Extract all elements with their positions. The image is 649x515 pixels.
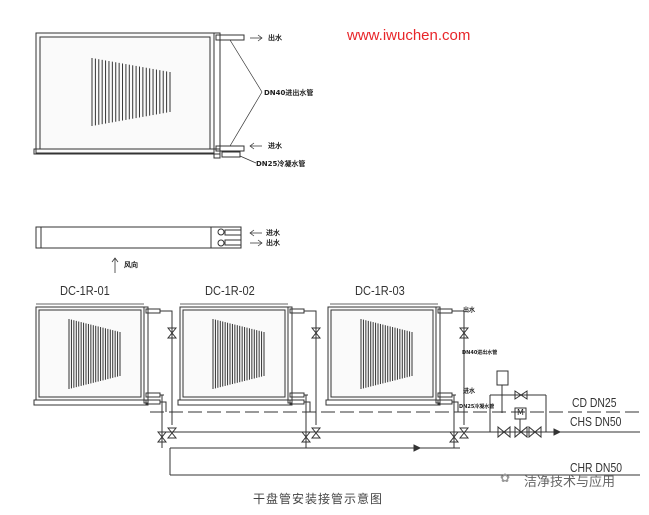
wechat-source-label: 洁净技术与应用 <box>524 475 616 490</box>
valve-icon <box>458 327 470 339</box>
u3-condensate-label: DN25冷凝水管 <box>459 404 495 410</box>
cd-label: CD DN25 <box>572 395 617 410</box>
u3-inlet-label: 进水 <box>463 388 476 395</box>
coil-side-view <box>35 226 263 273</box>
top-inlet-label: 进水 <box>268 142 282 150</box>
chs-label: CHS DN50 <box>570 414 622 429</box>
airflow-label: 风向 <box>124 261 138 269</box>
valve-icon <box>310 327 322 339</box>
valve-icon <box>310 427 322 439</box>
valve-icon <box>166 427 178 439</box>
top-condensate-label: DN25冷凝水管 <box>256 160 306 168</box>
u3-inout-label: DN40进出水管 <box>462 350 498 356</box>
side-inlet-label: 进水 <box>266 229 280 237</box>
valve-icon <box>458 427 470 439</box>
top-inout-pipe-label: DN40进出水管 <box>264 89 314 97</box>
fan-coil-unit <box>177 306 322 448</box>
side-outlet-label: 出水 <box>266 239 280 247</box>
unit-label-3: DC-1R-03 <box>355 283 405 298</box>
coil-top-view <box>33 32 263 164</box>
arrow-in-icon <box>249 142 262 150</box>
chr-label: CHR DN50 <box>570 460 623 475</box>
fan-coil-unit <box>325 306 470 448</box>
u3-outlet-label: 出水 <box>463 307 476 314</box>
top-outlet-label: 出水 <box>268 34 282 42</box>
unit-label-2: DC-1R-02 <box>205 283 255 298</box>
motor-valve-label: M <box>517 408 524 417</box>
unit-label-1: DC-1R-01 <box>60 283 110 298</box>
airflow-arrow-icon <box>111 257 119 273</box>
fan-coil-unit <box>33 306 178 448</box>
watermark-url: www.iwuchen.com <box>347 27 471 44</box>
control-valve-group <box>489 370 547 439</box>
arrow-out-icon <box>250 34 263 42</box>
wechat-icon: ✿ <box>500 471 511 485</box>
caption: 干盘管安装接管示意图 <box>253 492 384 506</box>
valve-icon <box>166 327 178 339</box>
